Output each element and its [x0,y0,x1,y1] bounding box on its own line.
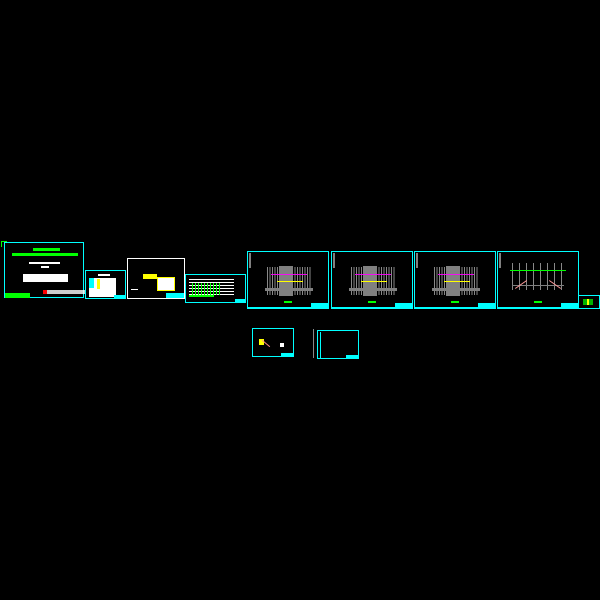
inner-frame [320,332,321,358]
plan-mark [355,274,391,275]
title-block [478,303,496,308]
plan-mark [277,281,303,282]
yellow-mark [259,339,264,345]
title-block [346,355,359,359]
column [89,278,94,288]
divider-line [313,329,314,358]
plan-label [284,301,292,303]
column [97,279,100,289]
title-bar [33,248,60,251]
title-block [235,299,246,303]
detail [587,299,589,305]
title-block [114,295,126,299]
drawing-block [89,278,116,297]
green-columns [192,283,220,295]
sheet-floor-plan[interactable] [414,251,496,309]
text-line [29,262,60,264]
title-block [311,303,329,308]
corner-marker [1,241,7,247]
sheet-floor-plan[interactable] [497,251,579,309]
sign-row [47,290,85,294]
sheet-cover[interactable] [4,242,85,298]
sheet-2[interactable] [85,270,126,299]
subtitle-bar [12,253,78,256]
sheet-4[interactable] [185,274,246,303]
yellow-frame [157,277,175,291]
plan-label [368,301,376,303]
plan-label [534,301,542,303]
plan-mark [438,274,474,275]
title-block [5,293,30,298]
beam [512,285,564,286]
sheet-floor-plan[interactable] [247,251,329,309]
plan-band [265,288,313,291]
plan-mark [271,274,307,275]
detail [280,343,284,347]
sheet-9[interactable] [578,295,600,309]
title-block [166,293,184,298]
sheet-blank[interactable] [317,330,359,359]
sheet-edge [249,253,251,268]
note [131,289,138,290]
green-base [189,295,214,297]
plan-band [432,288,480,291]
mark [43,290,47,294]
sheet-edge [333,253,335,268]
sheet-edge [499,253,501,268]
plan-mark [444,281,470,282]
title-block [395,303,413,308]
beam [510,270,566,271]
plan-band [349,288,397,291]
sheet-detail[interactable] [252,328,294,357]
sheet-3[interactable] [127,258,185,299]
title-block [561,303,579,308]
info-table [23,274,68,282]
header [98,274,110,276]
yellow-block [143,274,157,279]
text-line [41,266,49,268]
plan-label [451,301,459,303]
plan-mark [361,281,387,282]
sheet-edge [416,253,418,268]
sheet-floor-plan[interactable] [331,251,413,309]
title-block [281,353,294,357]
